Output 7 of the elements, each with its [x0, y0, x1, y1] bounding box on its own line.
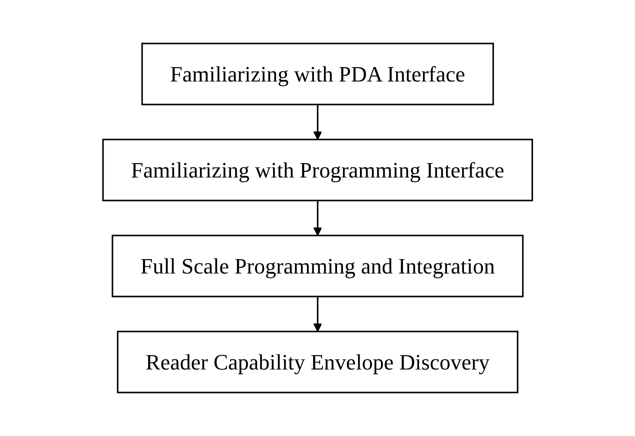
arrow	[313, 200, 322, 236]
arrow	[313, 296, 322, 332]
node-box: Familiarizing with PDA Interface	[141, 42, 494, 106]
node-box: Full Scale Programming and Integration	[112, 234, 524, 298]
node-box: Familiarizing with Programming Interface	[102, 138, 533, 202]
arrow	[313, 104, 322, 140]
node-box: Reader Capability Envelope Discovery	[116, 330, 518, 394]
